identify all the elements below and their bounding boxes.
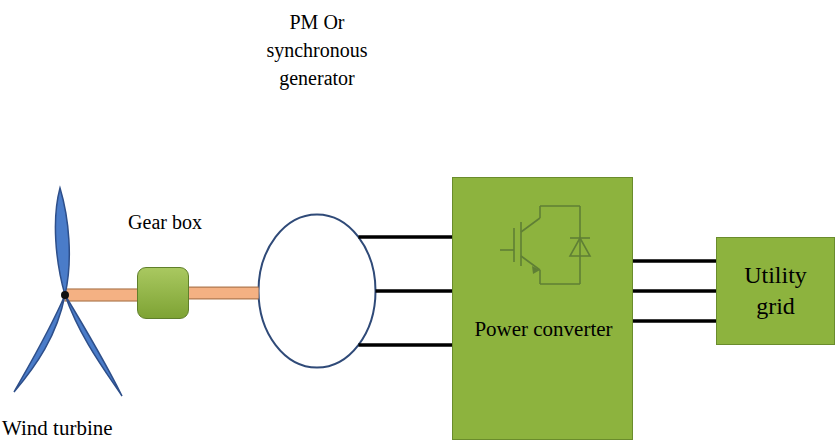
wire-path [358,235,452,239]
generator-node: PM Or synchronous generator [227,4,407,370]
blade [14,295,65,392]
generator-outline [259,215,376,368]
wire-path [633,259,716,263]
phase-wire [376,291,453,292]
gearbox-shape [137,267,189,319]
gearbox-label: Gear box [125,210,205,235]
phase-wire [633,261,716,262]
phase-wire [358,345,452,346]
converter-box: Power converter [452,177,633,440]
grid-label: Utility grid [730,260,822,322]
phase-wire [633,291,716,292]
gearbox-node: Gear box [125,210,205,322]
generator-heading: PM Or synchronous generator [237,8,397,92]
wire-path [633,319,716,323]
wire-path [376,289,453,293]
shaft-connector [189,293,259,294]
turbine-label: Wind turbine [2,415,113,441]
shaft-fill [189,288,259,299]
blade [65,295,122,396]
wire-path [633,289,716,293]
grid-box: Utility grid [716,237,835,345]
hub [61,291,69,299]
phase-wire [633,321,716,322]
shaft [65,289,139,301]
wire-path [358,343,452,347]
converter-label: Power converter [457,316,630,342]
shaft-outline [189,287,259,300]
phase-wire [358,237,452,238]
blade [55,188,69,295]
